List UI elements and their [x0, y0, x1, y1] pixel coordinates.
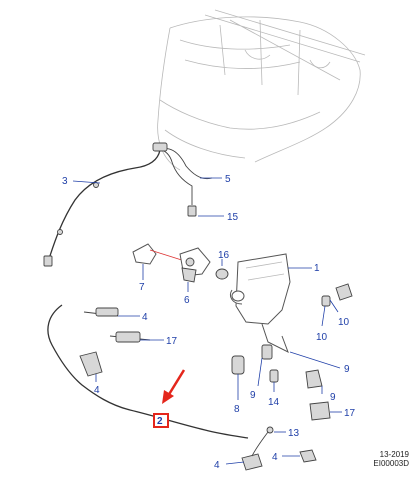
callout-6: 6: [184, 295, 190, 306]
callout-10-left: 9: [250, 390, 256, 401]
pump-and-sensor-parts: [231, 283, 353, 421]
bracket-assembly: [132, 243, 211, 283]
callout-2: 2: [157, 416, 163, 427]
diagram-footer: 13-2019 EI00003D: [373, 450, 409, 468]
callout-14: 14: [268, 397, 280, 408]
footer-date: 13-2019: [379, 450, 409, 459]
callout-17-right: 17: [344, 408, 356, 419]
callout-3: 3: [62, 176, 68, 187]
grommet-16: [215, 268, 229, 280]
hose-assembly-upper: [43, 142, 213, 267]
callout-16: 16: [218, 250, 230, 261]
callout-10-right: 9: [344, 364, 350, 375]
highlight-arrow: [162, 369, 186, 404]
callout-4-lower: 4: [214, 460, 220, 471]
callout-8: 8: [234, 404, 240, 415]
callout-12: 10: [316, 332, 328, 343]
callout-4-upper: 4: [142, 312, 148, 323]
callout-15: 15: [227, 212, 239, 223]
callout-5: 5: [225, 174, 231, 185]
washer-reservoir: [229, 253, 291, 354]
vehicle-outline-ghost: [157, 9, 366, 171]
callout-1: 1: [314, 263, 320, 274]
callout-11: 10: [338, 317, 350, 328]
callouts: 3 5 15 16 1 7 6 4 17 4 2 10 10 9 8 9 14: [62, 174, 356, 471]
callout-13: 13: [288, 428, 300, 439]
footer-code: EI00003D: [373, 459, 409, 468]
callout-17-left: 17: [166, 336, 178, 347]
callout-7: 7: [139, 282, 145, 293]
callout-4-right: 4: [272, 452, 278, 463]
highlight-box: [153, 413, 169, 428]
hose-assembly-lower: [47, 304, 317, 471]
callout-4-middle: 4: [94, 385, 100, 396]
callout-9: 9: [330, 392, 336, 403]
